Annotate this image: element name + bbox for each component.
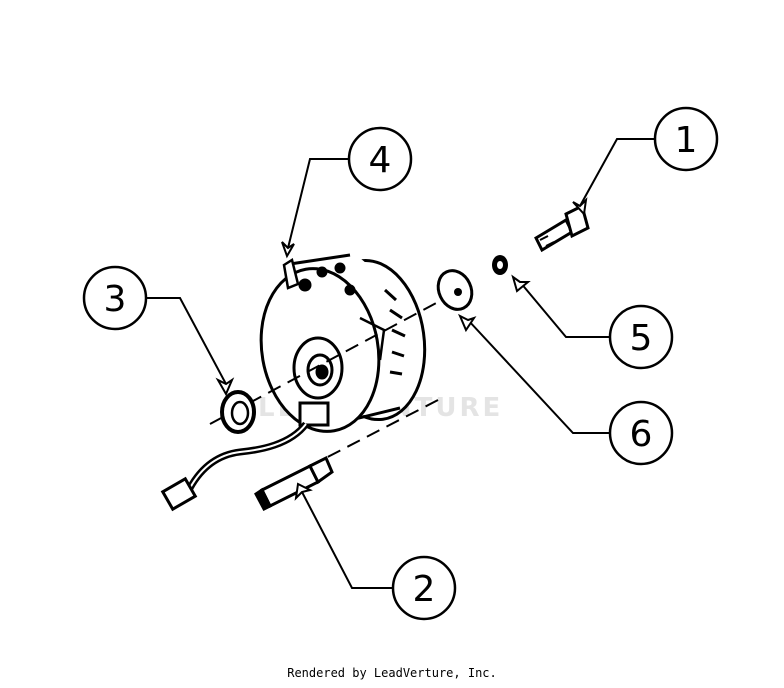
- callout-4[interactable]: 4: [347, 126, 413, 192]
- bolt: [534, 203, 590, 253]
- centerline-2: [317, 399, 439, 463]
- flat-washer: [436, 269, 474, 311]
- callout-1[interactable]: 1: [653, 106, 719, 172]
- pto-clutch: [259, 253, 427, 433]
- shaft-key: [254, 455, 334, 511]
- callout-3[interactable]: 3: [82, 265, 148, 331]
- spacer-ring: [220, 390, 256, 434]
- callout-1-label: 1: [675, 120, 698, 161]
- callout-5[interactable]: 5: [608, 304, 674, 370]
- callout-2[interactable]: 2: [391, 555, 457, 621]
- lock-washer: [492, 255, 508, 275]
- leader-arrowheads: [215, 197, 588, 501]
- callout-5-label: 5: [630, 318, 653, 359]
- callout-3-label: 3: [104, 279, 127, 320]
- callout-6-label: 6: [630, 414, 653, 455]
- callout-6[interactable]: 6: [608, 400, 674, 466]
- wire-harness: [160, 421, 309, 512]
- leader-lines: [146, 138, 655, 589]
- render-credit: Rendered by LeadVerture, Inc.: [287, 666, 497, 680]
- callout-4-label: 4: [369, 140, 392, 181]
- callout-2-label: 2: [413, 569, 436, 610]
